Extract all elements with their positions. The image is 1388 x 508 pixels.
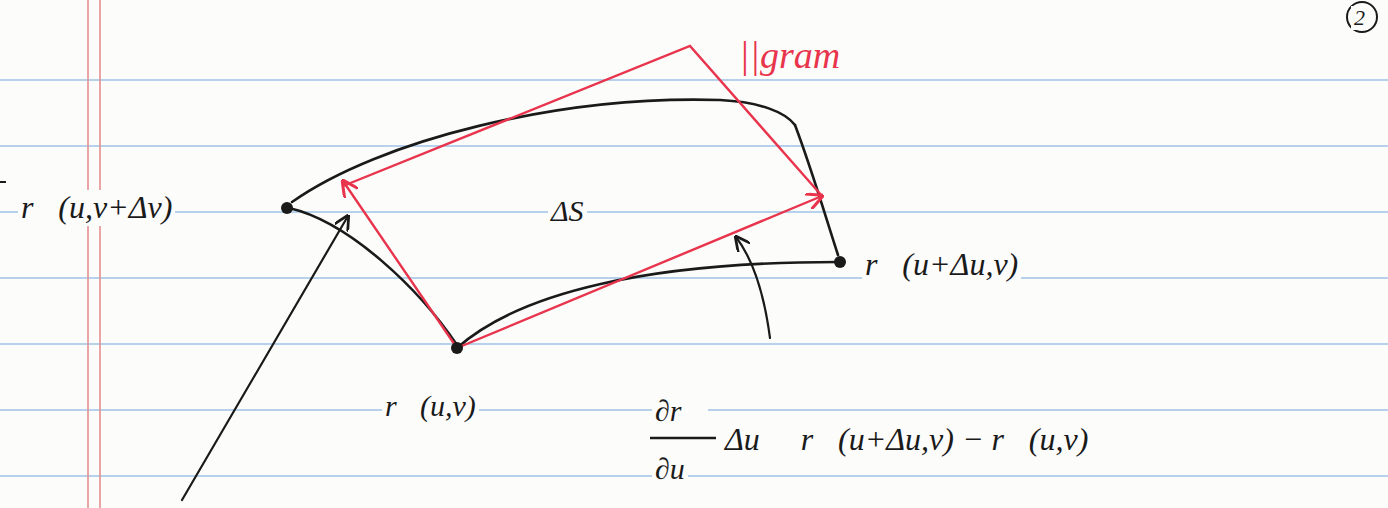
point-label: r⃗(u,v+Δv) [18, 190, 175, 225]
ruled-lines [0, 80, 1388, 476]
fraction-denominator: ∂u [652, 452, 688, 485]
pointer-arrows [182, 216, 770, 500]
fraction-bar [650, 437, 716, 439]
page-number-circle [1347, 2, 1377, 32]
approximation-formula: Δu ≃ r⃗(u+Δu,v) − r⃗(u,v) [722, 422, 1091, 457]
surface-patch [289, 100, 838, 348]
stray-mark [0, 181, 6, 183]
parallelogram-note: ||gram [736, 35, 843, 77]
fraction-numerator: ∂r⃗ [652, 394, 708, 427]
area-element: ΔS [548, 194, 587, 227]
page-number: 2 [1351, 6, 1368, 30]
margin-lines [88, 0, 100, 508]
point-label: r⃗(u+Δu,v) [862, 247, 1021, 282]
point-label: r⃗(u,v) [382, 389, 479, 422]
parallelogram [343, 46, 822, 348]
